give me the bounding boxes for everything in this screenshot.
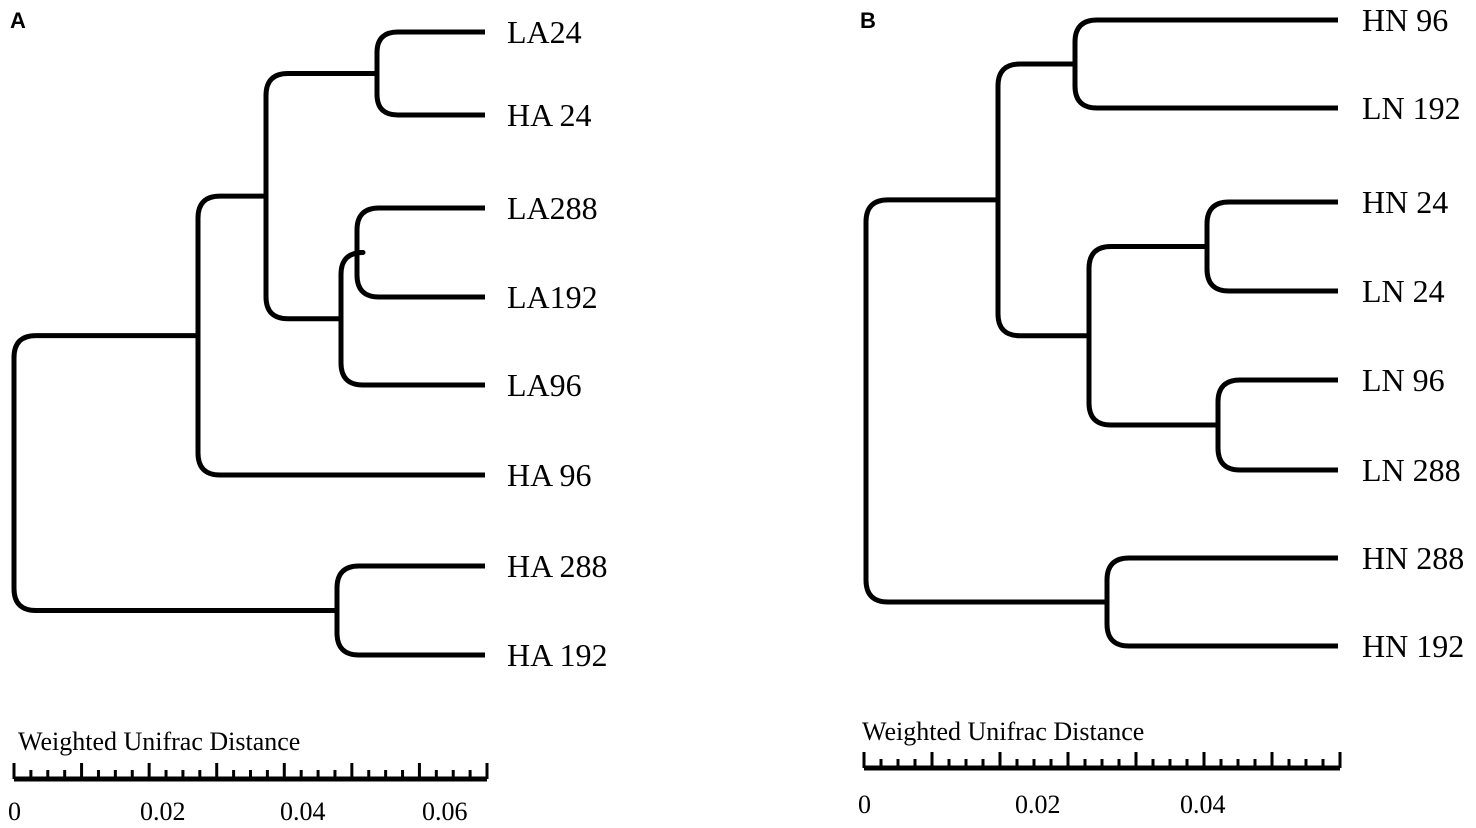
leaf-label: LN 192 xyxy=(1362,90,1461,126)
scale-bar-a: Weighted Unifrac Distance 0 0.02 0.04 0.06 xyxy=(8,727,489,826)
dendrogram-branches-b xyxy=(863,17,1338,649)
leaf-label: LN 96 xyxy=(1362,362,1445,398)
leaf-label: LN 288 xyxy=(1362,452,1461,488)
dendrogram-branch xyxy=(863,197,1107,605)
dendrogram-branch xyxy=(1104,555,1338,649)
dendrogram-branch xyxy=(1072,17,1338,111)
scale-bar-tick-label: 0.06 xyxy=(422,797,468,826)
scale-bar-b: Weighted Unifrac Distance 0 0.02 0.04 xyxy=(858,717,1342,819)
leaf-label: HA 24 xyxy=(507,97,591,133)
dendrogram-branch xyxy=(334,563,485,658)
leaf-label: LA24 xyxy=(507,14,582,50)
scale-bar-tick-label: 0.04 xyxy=(1180,790,1226,819)
leaf-label: HN 96 xyxy=(1362,2,1448,38)
dendrogram-branches-a xyxy=(11,29,485,658)
panel-letter-a: A xyxy=(10,8,26,33)
leaf-label: HN 288 xyxy=(1362,540,1464,576)
dendrogram-branch xyxy=(354,205,485,300)
leaf-label: HN 192 xyxy=(1362,628,1464,664)
panel-letter-b: B xyxy=(860,8,876,33)
dendrogram-branch xyxy=(995,61,1089,339)
scale-bar-tick-label: 0 xyxy=(858,790,871,819)
dendrogram-branch xyxy=(1215,377,1338,473)
scale-bar-tick-label: 0 xyxy=(8,797,21,826)
dendrogram-branch xyxy=(263,71,377,322)
scale-bar-title-b: Weighted Unifrac Distance xyxy=(862,717,1144,746)
leaf-label: HN 24 xyxy=(1362,184,1448,220)
dendrogram-branch xyxy=(1086,244,1218,428)
dendrogram-branch xyxy=(338,250,485,388)
dendrogram-panel-b: B HN 96 LN 192 HN 24 LN 24 LN 96 LN 288 HN 288… xyxy=(858,2,1464,819)
leaf-label: HA 288 xyxy=(507,548,607,584)
scale-bar-title-a: Weighted Unifrac Distance xyxy=(18,727,300,756)
leaf-label: LA192 xyxy=(507,279,598,315)
leaf-label: HA 96 xyxy=(507,457,591,493)
scale-bar-tick-label: 0.02 xyxy=(140,797,186,826)
leaf-label: HA 192 xyxy=(507,637,607,673)
leaf-label: LA96 xyxy=(507,367,582,403)
dendrogram-branch xyxy=(1204,199,1338,294)
dendrogram-branch xyxy=(374,29,485,118)
leaf-labels-b: HN 96 LN 192 HN 24 LN 24 LN 96 LN 288 HN 288HN… xyxy=(1362,2,1464,664)
scale-bar-tick-label: 0.04 xyxy=(280,797,326,826)
scale-bar-tick-label: 0.02 xyxy=(1015,790,1061,819)
leaf-label: LN 24 xyxy=(1362,273,1445,309)
leaf-label: LA288 xyxy=(507,190,598,226)
dendrogram-branch xyxy=(11,333,337,613)
